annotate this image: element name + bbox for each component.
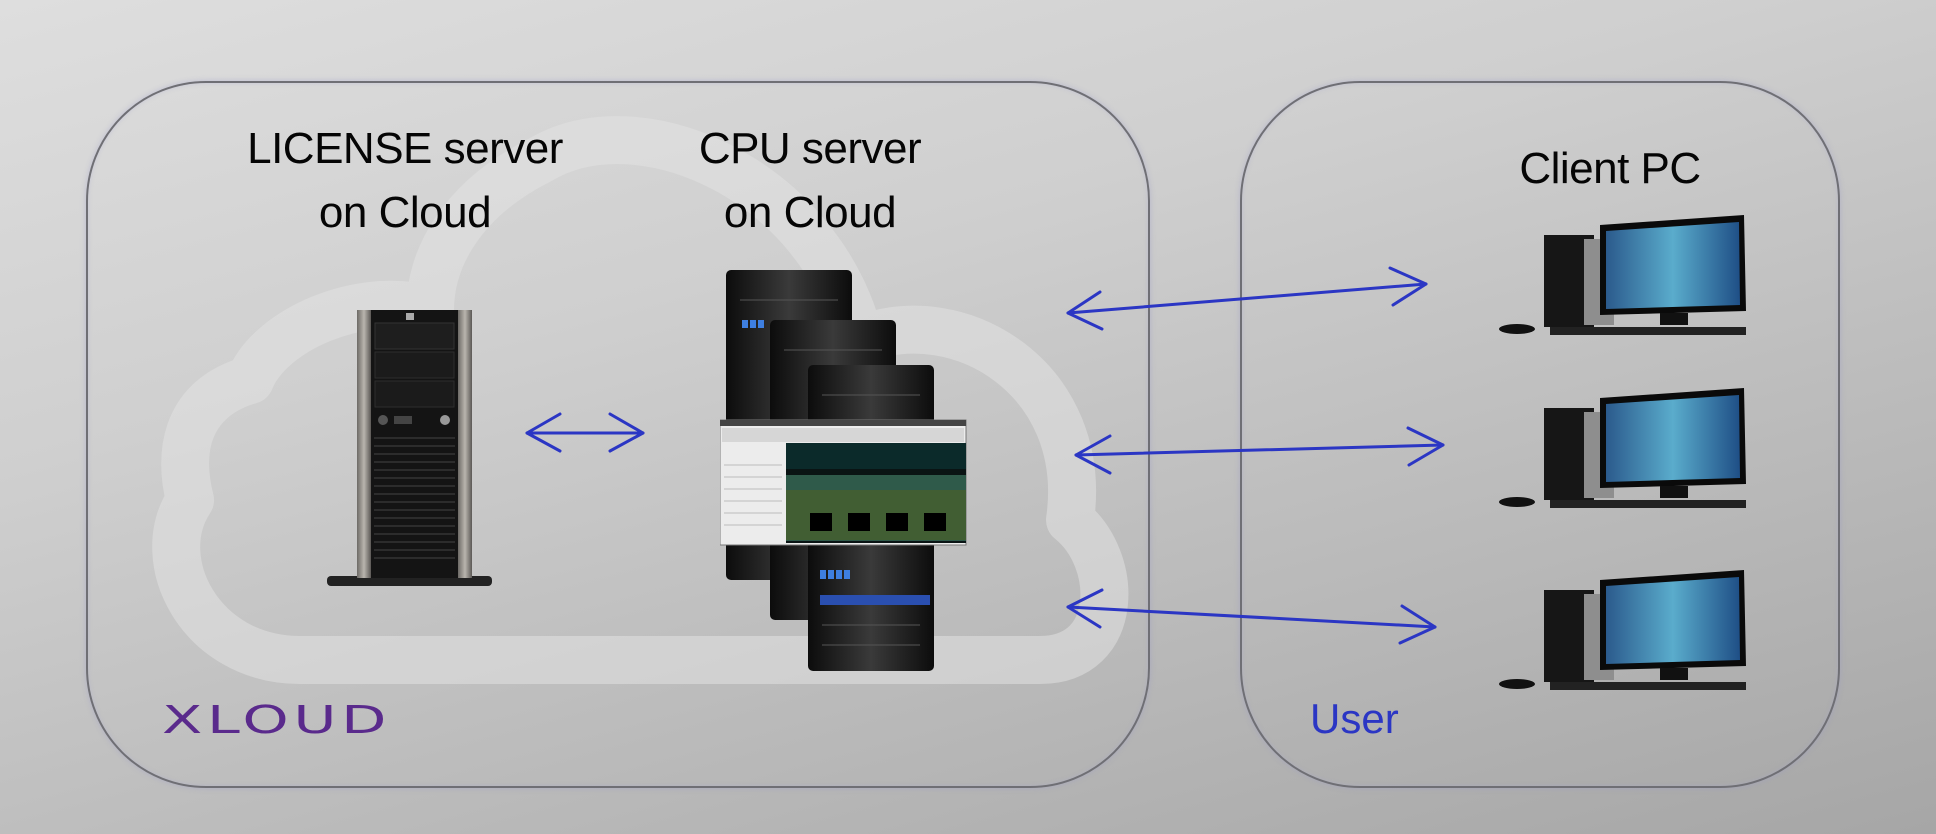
license-title-line1: LICENSE server bbox=[247, 124, 563, 173]
user-label: User bbox=[1310, 695, 1399, 742]
client-pc-3 bbox=[1499, 570, 1746, 690]
eda-layout-screenshot bbox=[720, 419, 967, 546]
desktop-pc-icon bbox=[1499, 570, 1746, 690]
cpu-server-title: CPU server on Cloud bbox=[660, 117, 960, 245]
cpu-title-line1: CPU server bbox=[698, 124, 922, 173]
desktop-pc-icon bbox=[1499, 215, 1746, 335]
cpu-title-line2: on Cloud bbox=[723, 188, 897, 237]
tower-server-icon bbox=[327, 310, 492, 586]
user-group-panel bbox=[1240, 81, 1840, 788]
arrow-cpu-client-1 bbox=[1066, 266, 1428, 331]
license-server-title: LICENSE server on Cloud bbox=[230, 117, 580, 245]
client-pc-2 bbox=[1499, 388, 1746, 508]
arrow-license-cpu bbox=[525, 412, 645, 453]
client-pc-title: Client PC bbox=[1519, 144, 1701, 193]
desktop-pc-icon bbox=[1499, 388, 1746, 508]
rack-server-stack-icon bbox=[720, 270, 967, 671]
license-title-line2: on Cloud bbox=[318, 188, 492, 237]
cloud-group-panel bbox=[86, 81, 1150, 788]
arrow-cpu-client-2 bbox=[1074, 426, 1445, 475]
arrow-cpu-client-3 bbox=[1066, 588, 1437, 645]
client-pc-1 bbox=[1499, 215, 1746, 335]
xloud-logo: XLOUD bbox=[162, 698, 392, 742]
